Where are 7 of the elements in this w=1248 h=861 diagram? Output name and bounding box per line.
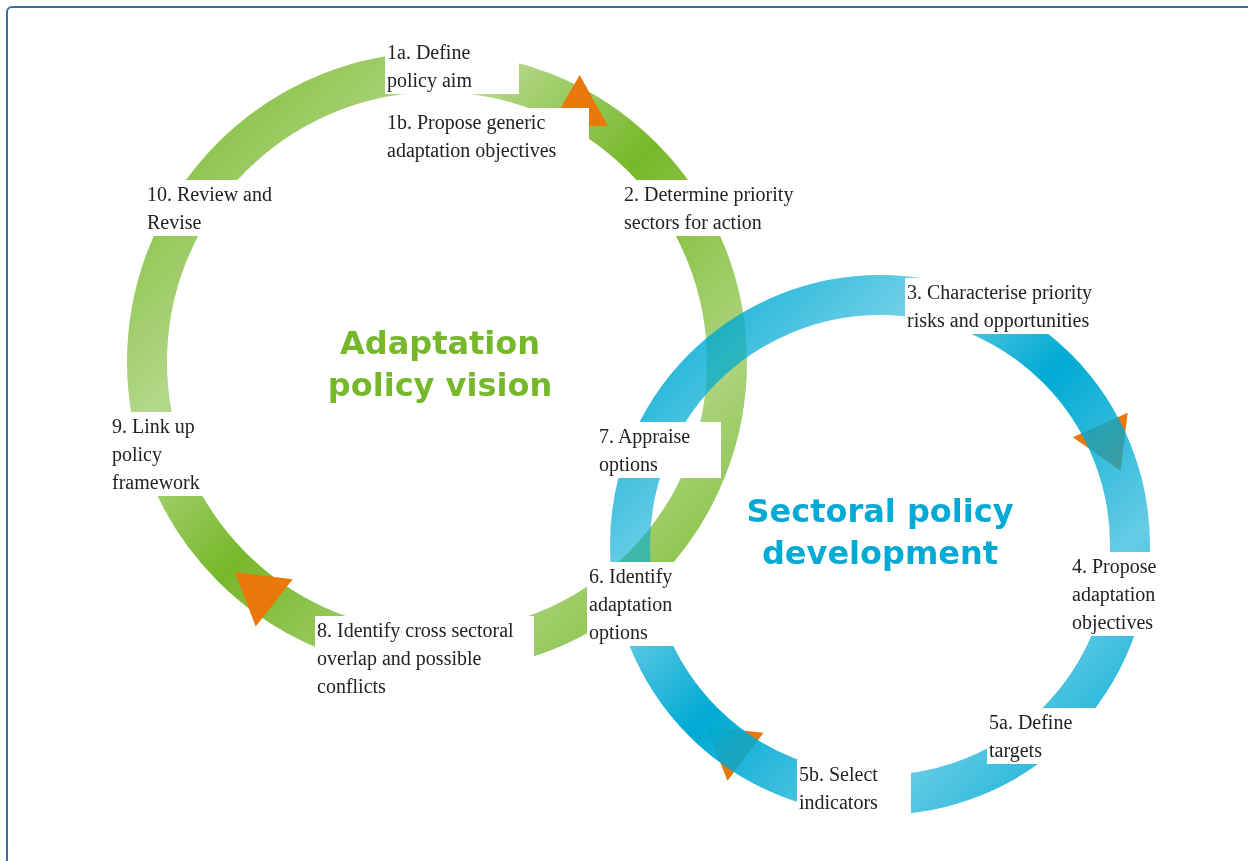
step-label: 10. Review and Revise — [145, 180, 274, 236]
step-label: 5b. Select indicators — [797, 760, 911, 816]
cycle-title: Adaptation policy vision — [326, 323, 554, 406]
cycle-title: Sectoral policy development — [745, 491, 1015, 574]
step-label: 7. Appraise options — [597, 422, 721, 478]
step-label: 3. Characterise priority risks and opportunities — [905, 278, 1094, 334]
step-label: 1b. Propose generic adaptation objectives — [385, 108, 589, 164]
